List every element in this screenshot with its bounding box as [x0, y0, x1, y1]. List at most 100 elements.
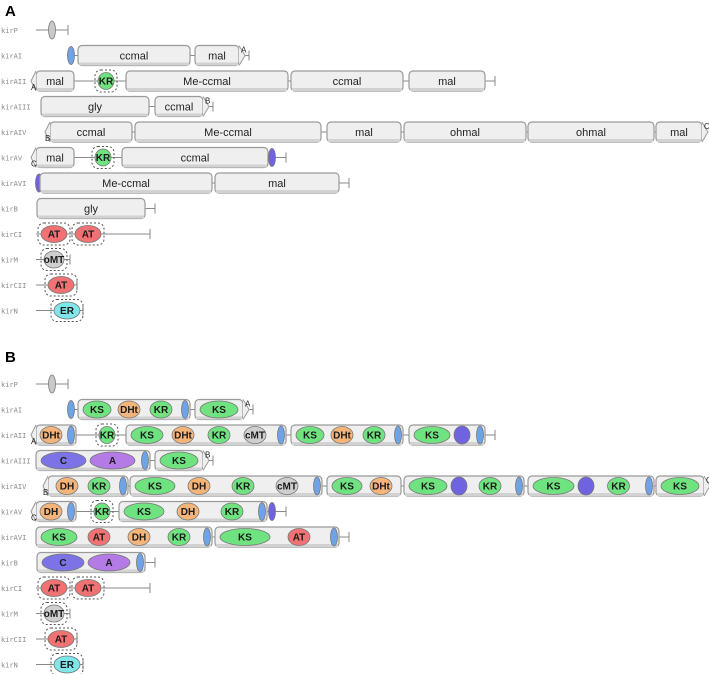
row-kiraiv-item-3-module-ohmal: ohmal — [403, 121, 527, 143]
row-kirm-item-0-omt-domain: oMT — [40, 602, 68, 625]
row-kiraiv-item-4-dom-3-acp-dock — [645, 476, 653, 496]
row-kiravi-item-0-dom-4-acp-dock — [203, 527, 211, 547]
row-kiraii-item-1-kr-domain: KR — [95, 423, 119, 447]
row-kiraiv-item-4-dom-0-ks-domain: KS — [532, 477, 575, 495]
row-kiraii-item-2-dom-3-cmt-domain-shape — [243, 426, 267, 444]
panel-a-label: A — [5, 3, 16, 20]
row-kiraiv-item-4-dom-0-ks-domain-label: KS — [547, 482, 561, 493]
row-kiraii-item-2-dom-3-cmt-domain: cMT — [243, 426, 267, 444]
gene-label-kirp: kirP — [1, 381, 18, 389]
row-kiraiv-item-5-dom-0-ks-domain: KS — [660, 477, 700, 495]
row-kiraii-item-0-dom-0-dht-domain-shape — [39, 426, 63, 444]
row-kiraiii-item-0-dom-0-c-domain-shape — [40, 451, 87, 470]
row-kiraiii-item-1-module-ccmal-label: ccmal — [165, 102, 194, 114]
row-kirai-item-1-module-ccmal-label: ccmal — [120, 51, 149, 63]
row-kiravi-item-1-dom-2-acp-dock — [330, 527, 338, 547]
row-kirai-item-2-dom-0-ks-domain-shape — [199, 400, 239, 419]
row-kiravi-item-1-dom-1-at-domain-shape — [287, 528, 311, 546]
row-kiraiv-item-0-module-lead-letter: B — [43, 488, 48, 497]
row-kiraii-item-1-kr-domain-shape — [97, 72, 115, 90]
row-kircii-item-0-at-domain: AT — [44, 627, 78, 651]
panel-b-label: B — [5, 349, 16, 366]
row-kiravi-item-0-dom-1-at-domain: AT — [87, 528, 111, 546]
row-kirp-item-0-dock — [48, 20, 56, 40]
row-kiraiv-item-1-dom-4-acp-dock — [313, 476, 321, 496]
row-kiraii-item-4-dom-0-ks-domain-label: KS — [425, 431, 439, 442]
row-kirav-item-2-dom-2-kr-domain-shape — [220, 502, 244, 521]
row-kiraii-item-4-dom-1-round-domain — [453, 425, 471, 445]
row-kirai-item-1-dom-2-kr-domain: KR — [149, 400, 173, 419]
row-kiraiii-item-0-module-shade — [37, 467, 149, 471]
row-kiraiv-item-4-dom-1-round-domain — [577, 476, 595, 496]
row-kiravi-item-1-module-shade — [216, 544, 338, 547]
row-kirai-item-1-dom-2-kr-domain-shape — [149, 400, 173, 419]
row-kiraii-item-2-module-me-ccmal-label: Me-ccmal — [183, 76, 231, 88]
row-kirav-item-2-dom-2-kr-domain: KR — [220, 502, 244, 521]
gene-label-kirp: kirP — [1, 27, 18, 35]
row-kirci-item-1-at-domain-shape — [74, 579, 102, 597]
row-kiraii-item-1-kr-domain-shape — [98, 426, 116, 444]
row-kircii-item-0-at-domain-shape — [47, 630, 75, 648]
row-kirp: kirP — [1, 20, 69, 40]
row-kircii-item-0-at-domain-shape — [47, 276, 75, 294]
row-kirav-item-0-module-shade — [37, 518, 75, 522]
row-kiraiv-item-3-dom-2-kr-domain: KR — [478, 477, 502, 495]
row-kirm-item-0-omt-domain-label: oMT — [44, 255, 65, 266]
row-kirm-item-0-omt-domain-label: oMT — [44, 609, 65, 620]
row-kirai-item-2-module-mal-tail-arrow — [238, 45, 246, 66]
row-kirci-item-1-at-domain-label: AT — [82, 584, 95, 595]
row-kirb-item-0-dom-0-c-domain: C — [41, 553, 85, 572]
row-kiraiii-item-0-dom-1-a-domain-label: A — [109, 456, 116, 467]
row-kiraii-item-2-module-me-ccmal-shade — [127, 88, 287, 91]
row-kiraii-item-0-module-shade — [37, 442, 75, 445]
row-kiravi-item-0-dom-1-at-domain-label: AT — [93, 533, 106, 544]
row-kirav-item-2-dom-3-acp-dock — [258, 502, 266, 521]
row-kiravi-item-0-module-shade — [37, 544, 211, 547]
row-kirav-item-1-kr-domain: KR — [90, 500, 114, 523]
row-kirav-item-1-kr-domain: KR — [91, 146, 115, 169]
row-kiraiii-item-0-dom-0-c-domain: C — [40, 451, 87, 470]
row-kirn-item-0-er-domain-shape — [53, 301, 81, 320]
row-kirai-item-2-module: AKS — [194, 398, 251, 421]
row-kiravi-item-0-dom-3-kr-domain: KR — [167, 528, 191, 546]
gene-label-kiraiii: kirAIII — [1, 104, 31, 112]
row-kiraiv-item-2-module-mal-shade — [328, 139, 400, 142]
row-kiraii-item-3-dom-1-dht-domain-shape — [330, 426, 354, 444]
row-kiraiv-item-5-module-mal-label: mal — [670, 127, 688, 139]
row-kiraiv-item-1-dom-2-kr-domain: KR — [231, 477, 255, 495]
row-kirci-item-0-at-domain-label: AT — [48, 230, 61, 241]
row-kirb-item-0-module-gly-shade — [38, 215, 144, 219]
row-kirm-item-0-omt-domain: oMT — [40, 248, 68, 271]
row-kirn-item-0-er-domain: ER — [50, 299, 84, 322]
row-kirci-item-1-at-domain-label: AT — [82, 230, 95, 241]
row-kiraiii-item-0-dom-1-a-domain-shape — [89, 451, 136, 470]
row-kiraiv-item-4-module-ohmal-shade — [529, 139, 653, 142]
row-kiraii-item-0-dom-0-dht-domain: DHt — [39, 426, 63, 444]
row-kiraii-item-4-module: KS — [408, 424, 486, 446]
row-kiraiii-item-1-dom-0-ks-domain: KS — [159, 451, 199, 470]
row-kirai-item-1-dom-1-dht-domain-label: DHt — [120, 405, 138, 416]
row-kiraiv-item-2-dom-0-ks-domain: KS — [331, 477, 363, 495]
row-kiravi-item-1-dom-0-ks-domain-label: KS — [238, 533, 252, 544]
row-kiraiv-item-2-module-mal-label: mal — [355, 127, 373, 139]
row-kiraiv-item-1-dom-0-ks-domain: KS — [134, 477, 176, 495]
row-kiravi-item-0-dom-2-dh-domain-label: DH — [132, 533, 146, 544]
row-kiravi-item-1-dom-1-at-domain: AT — [287, 528, 311, 546]
gene-label-kiraii: kirAII — [1, 78, 26, 86]
row-kirai-item-2-dom-0-ks-domain: KS — [199, 400, 239, 419]
row-kircii-item-0-at-domain-frame — [44, 627, 78, 651]
